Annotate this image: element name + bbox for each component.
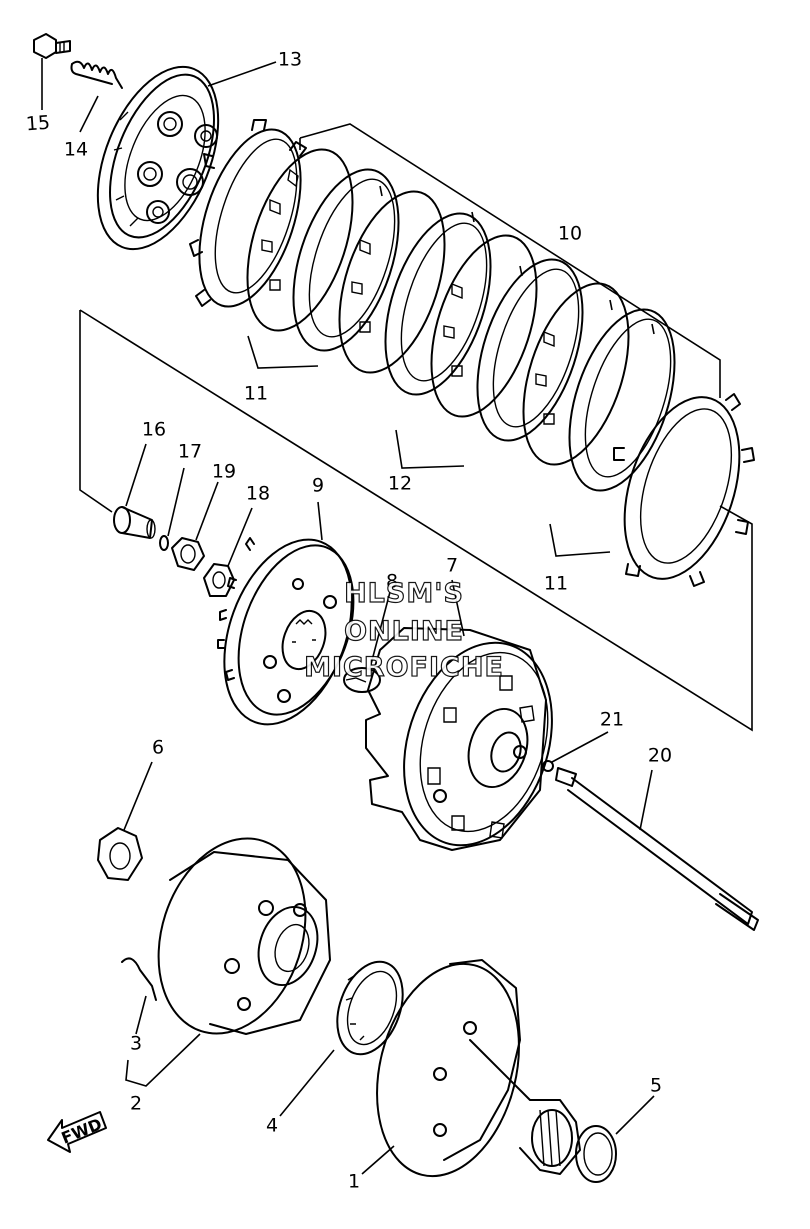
bearing-part-4 (336, 960, 404, 1056)
watermark-line-3: MICROFICHE (304, 652, 504, 683)
callout-7: 7 (446, 555, 458, 577)
circlip-part-8 (343, 667, 381, 693)
spring-part-3 (121, 957, 157, 1001)
callout-11-upper: 11 (244, 383, 268, 405)
callout-numbers: 15 14 13 10 11 12 11 16 17 19 18 9 8 7 2… (25, 49, 672, 1193)
watermark-line-1: HLSM'S (344, 578, 464, 609)
clutch-boss-part-9 (217, 537, 355, 726)
callout-15: 15 (25, 112, 51, 136)
bolt-part-16 (113, 506, 156, 539)
washer-part-17 (159, 535, 169, 551)
callout-6: 6 (152, 737, 164, 759)
group-brackets (79, 123, 753, 732)
ball-part-21 (542, 760, 554, 772)
nut-part-6 (97, 827, 143, 881)
pressure-plate-part-13 (96, 65, 220, 251)
callout-2: 2 (130, 1093, 142, 1115)
push-rod-part-20 (555, 767, 759, 931)
callout-16: 16 (142, 419, 166, 441)
callout-4: 4 (266, 1115, 278, 1137)
watermark: HLSM'S ONLINE MICROFICHE (303, 577, 504, 683)
clutch-housing-part-7 (365, 627, 553, 851)
callout-13: 13 (278, 49, 302, 71)
callout-9: 9 (312, 475, 324, 497)
clutch-plate-stack (189, 119, 755, 587)
callout-20: 20 (648, 745, 672, 767)
callout-5: 5 (650, 1075, 662, 1097)
o-ring-part-5 (575, 1125, 617, 1183)
callout-3: 3 (130, 1033, 142, 1055)
callout-14: 14 (64, 139, 88, 161)
callout-1: 1 (348, 1171, 360, 1193)
callout-11-lower: 11 (544, 573, 568, 595)
callout-17: 17 (178, 441, 202, 463)
drum-part-1 (376, 959, 581, 1178)
callout-leaders (41, 58, 655, 1175)
housing-part-2 (157, 837, 331, 1035)
nut-part-19 (171, 537, 205, 571)
bolt-part-15 (33, 33, 71, 59)
callout-12: 12 (388, 473, 412, 495)
watermark-line-2: ONLINE (344, 616, 464, 647)
callout-21: 21 (600, 709, 624, 731)
callout-18: 18 (246, 483, 270, 505)
callout-10: 10 (558, 223, 582, 245)
fwd-arrow-icon: FWD (47, 1111, 107, 1153)
callout-19: 19 (212, 461, 236, 483)
callout-8: 8 (386, 571, 398, 593)
spring-part-14 (70, 60, 123, 89)
